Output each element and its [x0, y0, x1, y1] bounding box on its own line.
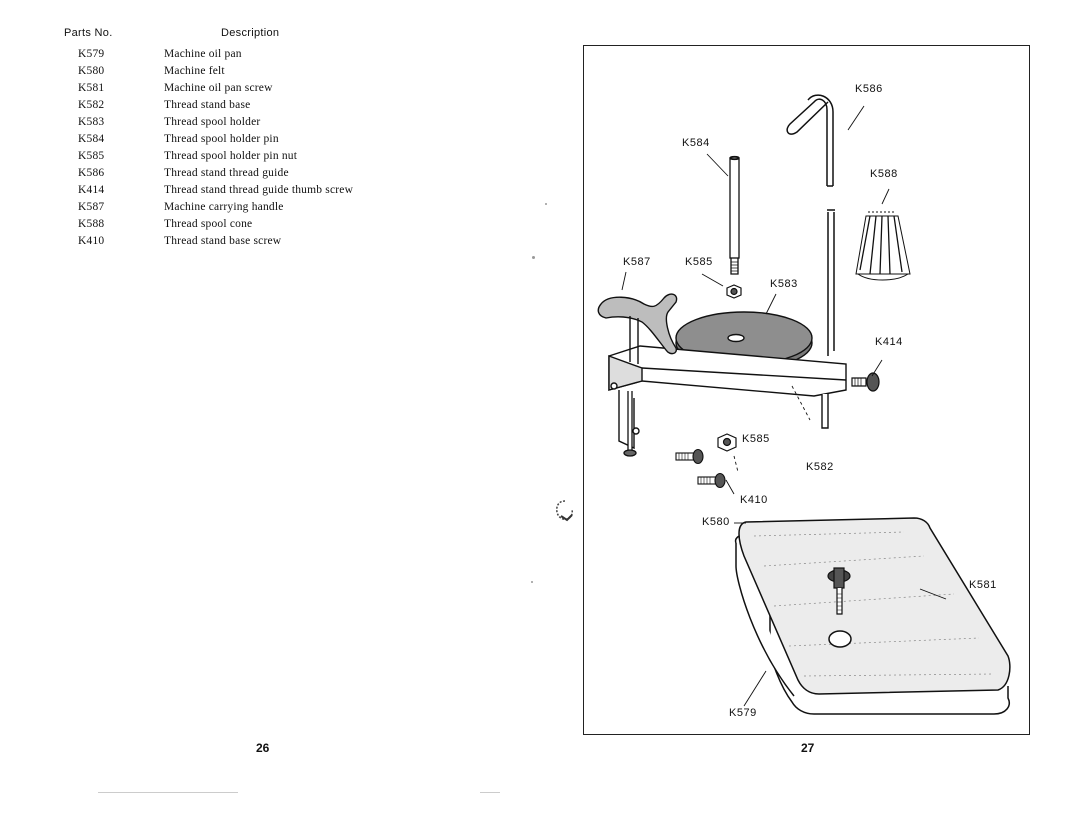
hex-nut-top	[726, 284, 742, 299]
thread-spool-cone	[855, 211, 911, 281]
part-code: K584	[78, 132, 105, 145]
page-number-left: 26	[256, 741, 270, 755]
part-code: K410	[78, 234, 105, 247]
table-row: K588 Thread spool cone	[60, 215, 480, 232]
parts-table: K579 Machine oil pan K580 Machine felt K58…	[60, 45, 480, 249]
base-screws	[675, 448, 726, 489]
part-code: K581	[78, 81, 105, 94]
scan-speck	[531, 581, 533, 583]
part-description: Machine oil pan	[164, 47, 242, 60]
table-row: K584 Thread spool holder pin	[60, 130, 480, 147]
part-code: K585	[78, 149, 105, 162]
leader-lines	[621, 105, 947, 707]
callout-k584: K584	[682, 137, 710, 149]
callout-k579: K579	[729, 707, 757, 719]
scan-speck	[545, 203, 547, 205]
page-number-right: 27	[801, 741, 815, 755]
table-row: K586 Thread stand thread guide	[60, 164, 480, 181]
part-description: Machine felt	[164, 64, 225, 77]
carrying-handle	[597, 293, 678, 364]
callout-k585-top: K585	[685, 256, 713, 268]
part-code: K586	[78, 166, 105, 179]
callout-k585-bottom: K585	[742, 433, 770, 445]
table-row: K410 Thread stand base screw	[60, 232, 480, 249]
part-description: Thread spool holder pin nut	[164, 149, 298, 162]
thumb-screw-side	[851, 372, 880, 392]
thread-stand-illustration	[597, 94, 1011, 715]
part-code: K580	[78, 64, 105, 77]
part-description: Machine oil pan screw	[164, 81, 273, 94]
punch-hole-icon	[556, 500, 573, 522]
parts-no-header: Parts No.	[64, 27, 113, 39]
table-row: K414 Thread stand thread guide thumb scre…	[60, 181, 480, 198]
callout-k582: K582	[806, 461, 834, 473]
callout-k586: K586	[855, 83, 883, 95]
oil-pan-screw	[827, 567, 851, 615]
spool-holder-pin	[729, 155, 740, 275]
part-description: Thread stand thread guide	[164, 166, 289, 179]
hex-nut-bottom	[717, 433, 737, 452]
table-row: K580 Machine felt	[60, 62, 480, 79]
callout-k580: K580	[702, 516, 730, 528]
machine-felt	[738, 517, 1011, 695]
callout-k587: K587	[623, 256, 651, 268]
part-code: K579	[78, 47, 105, 60]
part-code: K588	[78, 217, 105, 230]
callout-k583: K583	[770, 278, 798, 290]
parts-diagram: K586 K584 K588 K587 K585 K583 K414 K585 …	[583, 45, 1030, 735]
scan-noise-line	[98, 792, 238, 793]
table-row: K579 Machine oil pan	[60, 45, 480, 62]
part-description: Thread stand base screw	[164, 234, 282, 247]
table-row: K587 Machine carrying handle	[60, 198, 480, 215]
callout-k588: K588	[870, 168, 898, 180]
scan-noise-line	[480, 792, 500, 793]
part-description: Thread spool cone	[164, 217, 253, 230]
part-description: Machine carrying handle	[164, 200, 284, 213]
clamp-screw	[623, 391, 637, 457]
description-header: Description	[221, 27, 280, 39]
table-row: K583 Thread spool holder	[60, 113, 480, 130]
callout-k414: K414	[875, 336, 903, 348]
part-description: Thread spool holder	[164, 115, 261, 128]
part-code: K414	[78, 183, 105, 196]
scan-speck	[532, 256, 535, 259]
table-row: K585 Thread spool holder pin nut	[60, 147, 480, 164]
part-code: K582	[78, 98, 105, 111]
part-description: Thread spool holder pin	[164, 132, 279, 145]
table-row: K582 Thread stand base	[60, 96, 480, 113]
part-description: Thread stand base	[164, 98, 251, 111]
stand-base-clamp	[608, 345, 847, 450]
table-row: K581 Machine oil pan screw	[60, 79, 480, 96]
callout-k581: K581	[969, 579, 997, 591]
callout-k410: K410	[740, 494, 768, 506]
part-code: K587	[78, 200, 105, 213]
thread-guide-wire	[786, 94, 835, 356]
part-description: Thread stand thread guide thumb screw	[164, 183, 354, 196]
part-code: K583	[78, 115, 105, 128]
